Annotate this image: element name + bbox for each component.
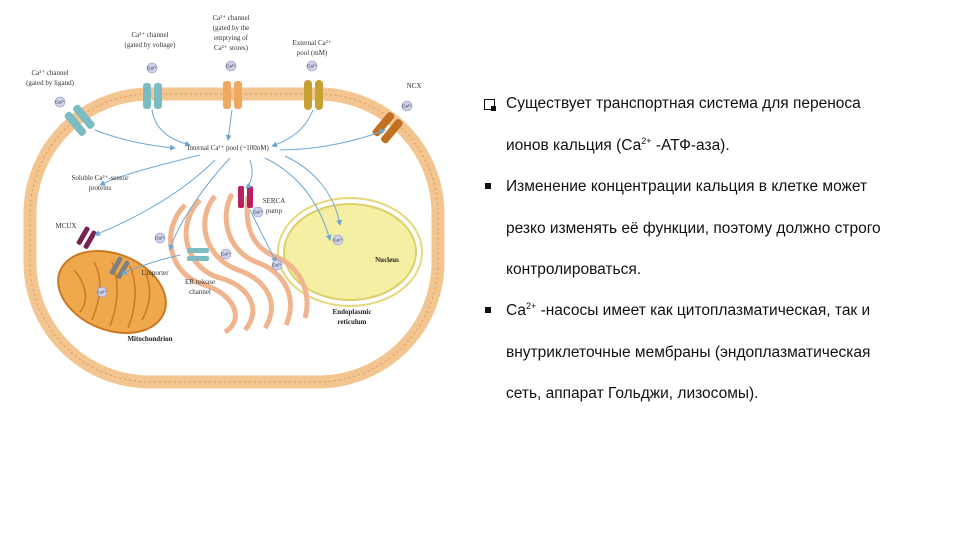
label-er-release-1: ER release — [185, 278, 215, 286]
svg-text:Ca²⁺: Ca²⁺ — [253, 210, 263, 215]
ca-channel-stores — [223, 81, 242, 109]
bullet-2-line-2: резко изменять её функции, поэтому должн… — [506, 220, 881, 237]
ca-channel-voltage — [143, 83, 162, 109]
svg-text:Ca²⁺: Ca²⁺ — [272, 263, 282, 268]
label-soluble-sensor-2: proteins — [89, 184, 112, 192]
svg-text:Ca²⁺: Ca²⁺ — [307, 64, 317, 69]
label-ca-channel-voltage-2: (gated by voltage) — [125, 41, 177, 49]
label-ca-channel-stores-4: Ca²⁺ stores) — [214, 44, 249, 52]
ca-channel-ligand — [64, 104, 95, 136]
mitochondrion — [57, 249, 167, 335]
label-ca-channel-voltage-1: Ca²⁺ channel — [131, 31, 168, 39]
bullet-2-line-1: Изменение концентрации кальция в клетке … — [506, 178, 868, 195]
svg-text:Ca²⁺: Ca²⁺ — [97, 290, 107, 295]
q-bullet-icon — [484, 94, 500, 114]
label-external-pool-2: pool (mM) — [297, 49, 328, 57]
svg-text:Ca²⁺: Ca²⁺ — [221, 252, 231, 257]
bullet-item-3: Са2+ -насосы имеет как цитоплазматическа… — [484, 301, 954, 321]
bullet-3-line-3: сеть, аппарат Гольджи, лизосомы). — [506, 385, 759, 402]
square-bullet-icon — [484, 177, 500, 197]
label-er-release-2: channel — [189, 288, 211, 296]
square-bullet-icon — [484, 301, 500, 321]
label-uniporter: Uniporter — [141, 269, 169, 277]
flux-arrows — [94, 109, 386, 275]
svg-text:Ca²⁺: Ca²⁺ — [147, 66, 157, 71]
nucleus — [283, 203, 417, 301]
svg-text:Ca²⁺: Ca²⁺ — [55, 100, 65, 105]
label-external-pool-1: External Ca²⁺ — [292, 39, 331, 47]
label-soluble-sensor-1: Soluble Ca²⁺-sensor — [72, 174, 130, 182]
bullet-item-2: Изменение концентрации кальция в клетке … — [484, 177, 954, 197]
label-mitochondrion: Mitochondrion — [127, 335, 172, 343]
mcux-channel — [76, 226, 97, 249]
bullet-3-line-2: внутриклеточные мембраны (эндоплазматиче… — [506, 344, 871, 361]
svg-text:Ca²⁺: Ca²⁺ — [155, 236, 165, 241]
label-ncx: NCX — [407, 82, 422, 90]
external-pool-channel — [304, 80, 323, 110]
endoplasmic-reticulum — [168, 192, 310, 335]
label-ca-channel-stores-2: (gated by the — [213, 24, 250, 32]
label-nucleus: Nucleus — [375, 256, 399, 264]
bullet-1-line-1: Существует транспортная система для пере… — [506, 95, 861, 112]
serca-pump — [238, 186, 253, 208]
ca-ions: Ca²⁺ Ca²⁺ Ca²⁺ Ca²⁺ Ca²⁺ Ca²⁺ Ca²⁺ Ca²⁺ … — [54, 60, 412, 298]
label-ca-channel-stores-3: emptying of — [214, 34, 249, 42]
label-mcux: MCUX — [55, 222, 76, 230]
text-block: Существует транспортная система для пере… — [484, 94, 954, 403]
label-ca-channel-stores-1: Ca²⁺ channel — [212, 14, 249, 22]
ncx-exchanger — [372, 112, 403, 144]
svg-text:Ca²⁺: Ca²⁺ — [226, 64, 236, 69]
bullet-item-1: Существует транспортная система для пере… — [484, 94, 954, 114]
bullet-1-continuation: ионов кальция (Са2+ -АТФ-аза). — [506, 135, 730, 154]
label-ca-channel-ligand-1: Ca²⁺ channel — [31, 69, 68, 77]
svg-text:Ca²⁺: Ca²⁺ — [333, 238, 343, 243]
label-serca-2: pump — [266, 207, 282, 215]
er-release-channel — [187, 248, 209, 261]
label-internal-pool: Internal Ca²⁺ pool (~100nM) — [187, 144, 269, 152]
label-er-1: Endoplasmic — [333, 308, 372, 316]
bullet-2-line-3: контролироваться. — [506, 261, 642, 278]
svg-text:Ca²⁺: Ca²⁺ — [402, 104, 412, 109]
label-ca-channel-ligand-2: (gated by ligand) — [26, 79, 74, 87]
label-serca-1: SERCA — [263, 197, 286, 205]
calcium-transport-diagram: Ca²⁺ Ca²⁺ Ca²⁺ Ca²⁺ Ca²⁺ Ca²⁺ Ca²⁺ Ca²⁺ … — [23, 14, 445, 389]
label-er-2: reticulum — [337, 318, 366, 326]
